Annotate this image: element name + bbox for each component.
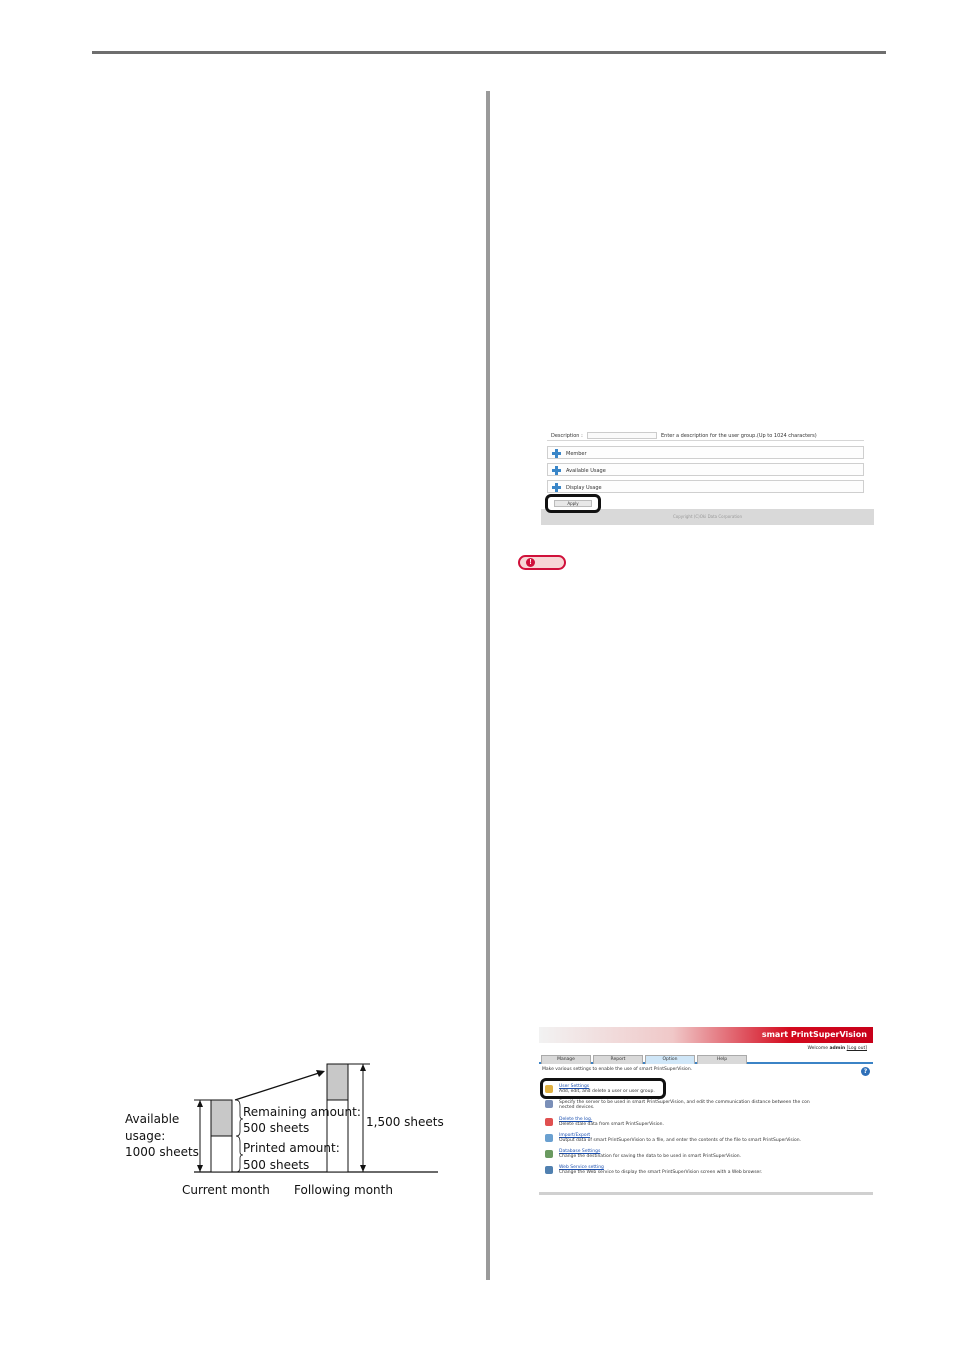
help-icon[interactable]: ? bbox=[861, 1067, 870, 1076]
user-group-form-screenshot: Description : Enter a description for th… bbox=[541, 430, 874, 525]
option-desc: nected devices. bbox=[559, 1105, 595, 1110]
printed-label-2: 500 sheets bbox=[243, 1158, 310, 1172]
option-server[interactable]: Specify the server to be used in smart P… bbox=[545, 1099, 871, 1111]
description-row: Description : Enter a description for th… bbox=[547, 430, 864, 441]
printed-label-1: Printed amount: bbox=[243, 1141, 340, 1155]
remaining-label-1: Remaining amount: bbox=[243, 1105, 361, 1119]
user-settings-highlight bbox=[540, 1078, 666, 1099]
available-label-2: usage: bbox=[125, 1129, 166, 1143]
option-web-service[interactable]: Web Service setting Change the Web servi… bbox=[545, 1165, 871, 1177]
option-link[interactable]: User Settings bbox=[559, 1084, 590, 1089]
welcome-prefix: Welcome bbox=[807, 1046, 829, 1051]
intro-text: Make various settings to enable the use … bbox=[542, 1067, 693, 1072]
apply-highlight: Apply bbox=[545, 494, 601, 513]
user-name: admin bbox=[829, 1046, 846, 1051]
arrow-up-icon bbox=[360, 1064, 366, 1071]
current-printed-bar bbox=[210, 1135, 233, 1173]
following-carry-bar bbox=[326, 1063, 349, 1101]
brand-banner: smart PrintSuperVision bbox=[539, 1027, 873, 1043]
section-member[interactable]: Member bbox=[547, 446, 864, 459]
option-desc: Specify the server to be used in smart P… bbox=[559, 1100, 810, 1105]
usage-diagram-graphic bbox=[194, 1063, 438, 1173]
tab-option[interactable]: Option bbox=[645, 1055, 695, 1064]
available-label-3: 1000 sheets bbox=[125, 1145, 199, 1159]
option-database[interactable]: Database Settings Change the destination… bbox=[545, 1149, 871, 1161]
section-available-usage[interactable]: Available Usage bbox=[547, 463, 864, 476]
current-remaining-bar bbox=[210, 1099, 233, 1137]
tab-manage[interactable]: Manage bbox=[541, 1055, 591, 1064]
database-icon bbox=[545, 1150, 553, 1158]
description-input[interactable] bbox=[587, 432, 657, 439]
remaining-label-2: 500 sheets bbox=[243, 1121, 310, 1135]
section-label: Display Usage bbox=[566, 485, 602, 491]
tab-report[interactable]: Report bbox=[593, 1055, 643, 1064]
header-rule bbox=[92, 51, 886, 54]
following-month-label: Following month bbox=[294, 1183, 393, 1197]
option-desc: Add, edit, and delete a user or user gro… bbox=[559, 1089, 655, 1094]
globe-icon bbox=[545, 1166, 553, 1174]
carry-over-arrow bbox=[234, 1071, 323, 1101]
printed-brace bbox=[235, 1135, 244, 1173]
option-delete-log[interactable]: Delete the log. Delete stale data from s… bbox=[545, 1117, 871, 1129]
tab-help[interactable]: Help bbox=[697, 1055, 747, 1064]
apply-button[interactable]: Apply bbox=[554, 500, 592, 507]
column-divider bbox=[486, 91, 490, 1280]
option-import-export[interactable]: Import/Export Output data of smart Print… bbox=[545, 1133, 871, 1145]
option-desc: Change the Web service to display the sm… bbox=[559, 1170, 763, 1175]
option-link[interactable]: Web Service setting bbox=[559, 1165, 604, 1170]
arrow-down-icon bbox=[360, 1165, 366, 1172]
expand-plus-icon[interactable] bbox=[552, 466, 561, 475]
arrow-down-icon bbox=[197, 1165, 203, 1172]
document-icon bbox=[545, 1134, 553, 1142]
expand-plus-icon[interactable] bbox=[552, 449, 561, 458]
remaining-brace bbox=[235, 1099, 244, 1137]
option-desc: Change the destination for saving the da… bbox=[559, 1154, 741, 1159]
section-label: Available Usage bbox=[566, 468, 606, 474]
available-label-1: Available bbox=[125, 1112, 180, 1126]
arrow-up-icon bbox=[197, 1100, 203, 1107]
delete-icon bbox=[545, 1118, 553, 1126]
section-label: Member bbox=[566, 451, 587, 457]
arrow-head-icon bbox=[316, 1070, 325, 1077]
option-link[interactable]: Delete the log. bbox=[559, 1117, 593, 1122]
welcome-text: Welcome admin [Log out] bbox=[807, 1046, 867, 1051]
usage-diagram: Available usage: 1000 sheets Remaining a… bbox=[118, 1056, 448, 1204]
users-icon bbox=[545, 1085, 553, 1093]
wrench-icon bbox=[545, 1100, 553, 1108]
section-display-usage[interactable]: Display Usage bbox=[547, 480, 864, 493]
logout-link[interactable]: [Log out] bbox=[846, 1046, 867, 1051]
description-label: Description : bbox=[551, 433, 583, 439]
option-desc: Output data of smart PrintSuperVision to… bbox=[559, 1138, 802, 1143]
total-label: 1,500 sheets bbox=[366, 1115, 444, 1129]
copyright-footer: Copyright (C)Oki Data Corporation bbox=[541, 509, 874, 525]
exclamation-icon: ! bbox=[526, 558, 535, 567]
option-desc: Delete stale data from smart PrintSuperV… bbox=[559, 1122, 664, 1127]
tab-bar: Manage Report Option Help bbox=[539, 1055, 873, 1064]
brand-title: smart PrintSuperVision bbox=[761, 1030, 867, 1039]
option-link[interactable]: Import/Export bbox=[559, 1133, 591, 1138]
description-hint: Enter a description for the user group.(… bbox=[661, 433, 817, 439]
current-month-label: Current month bbox=[182, 1183, 270, 1197]
option-link[interactable]: Database Settings bbox=[559, 1149, 601, 1154]
note-badge: ! bbox=[518, 555, 566, 570]
psv-option-screenshot: smart PrintSuperVision Welcome admin [Lo… bbox=[539, 1027, 873, 1195]
expand-plus-icon[interactable] bbox=[552, 483, 561, 492]
following-base-bar bbox=[326, 1099, 349, 1173]
option-user-settings[interactable]: User Settings Add, edit, and delete a us… bbox=[545, 1084, 871, 1096]
